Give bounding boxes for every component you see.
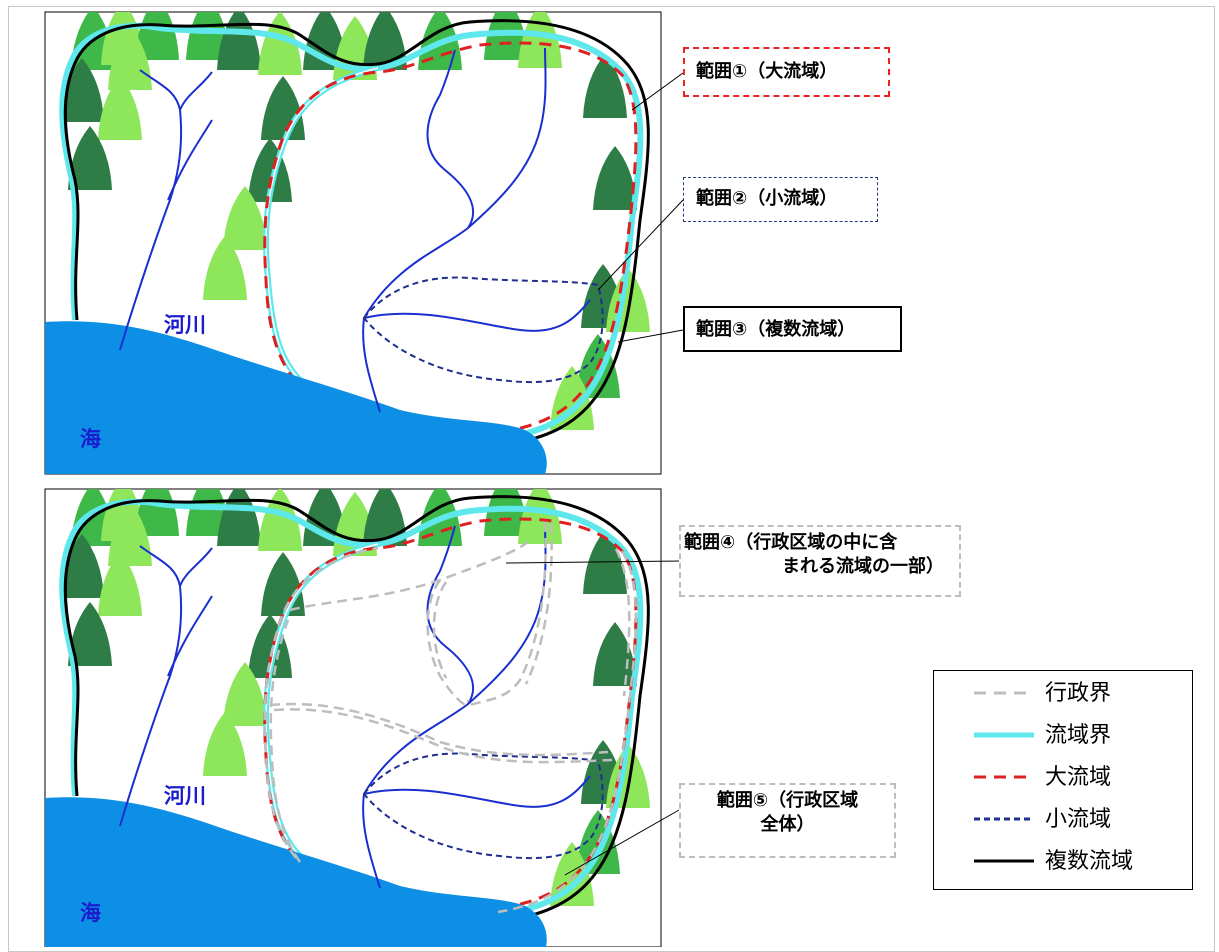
black-solid-swatch [974, 859, 1034, 863]
callout-range3-text: 範囲③（複数流域） [696, 319, 856, 340]
callout-range5: 範囲⑤（行政区域 全体） [679, 783, 896, 858]
sea-label-top: 海 [80, 427, 101, 451]
river-label-bottom: 河川 [164, 784, 206, 808]
callout-range2: 範囲②（小流域） [683, 177, 878, 222]
leader-lines [505, 72, 684, 876]
callout-range5-line1: 範囲⑤（行政区域 [716, 790, 859, 811]
navy-dashed-swatch [974, 817, 1034, 821]
callout-range4-line1: 範囲④（行政区域の中に含 [684, 532, 898, 553]
callout-range3: 範囲③（複数流域） [683, 306, 902, 352]
sea-label-bottom: 海 [80, 901, 101, 925]
legend-label-small-basin: 小流域 [1045, 807, 1112, 832]
river-label-top: 河川 [164, 313, 206, 337]
callout-range2-text: 範囲②（小流域） [696, 188, 838, 209]
legend-item-multiple-basins: 複数流域 [934, 843, 1192, 883]
red-dashed-swatch [974, 775, 1034, 779]
legend-label-watershed-boundary: 流域界 [1045, 723, 1112, 748]
legend-item-admin-boundary: 行政界 [934, 675, 1192, 715]
callout-range4: 範囲④（行政区域の中に含 まれる流域の一部） [679, 525, 961, 597]
legend-label-admin-boundary: 行政界 [1045, 681, 1112, 706]
legend-item-large-basin: 大流域 [934, 759, 1192, 799]
legend-item-watershed-boundary: 流域界 [934, 717, 1192, 757]
callout-range1: 範囲①（大流域） [683, 47, 890, 97]
legend-label-large-basin: 大流域 [1045, 765, 1112, 790]
legend-label-multiple-basins: 複数流域 [1045, 849, 1134, 874]
cyan-solid-swatch [974, 732, 1034, 738]
callout-range5-line2: 全体） [760, 814, 815, 835]
callout-range1-text: 範囲①（大流域） [696, 61, 838, 82]
gray-dashed-swatch [974, 691, 1034, 695]
bottom-map-panel [45, 472, 650, 947]
legend: 行政界 流域界 大流域 小流域 複数流域 [933, 670, 1193, 890]
legend-item-small-basin: 小流域 [934, 801, 1192, 841]
callout-range4-line2: まれる流域の一部） [782, 556, 944, 577]
